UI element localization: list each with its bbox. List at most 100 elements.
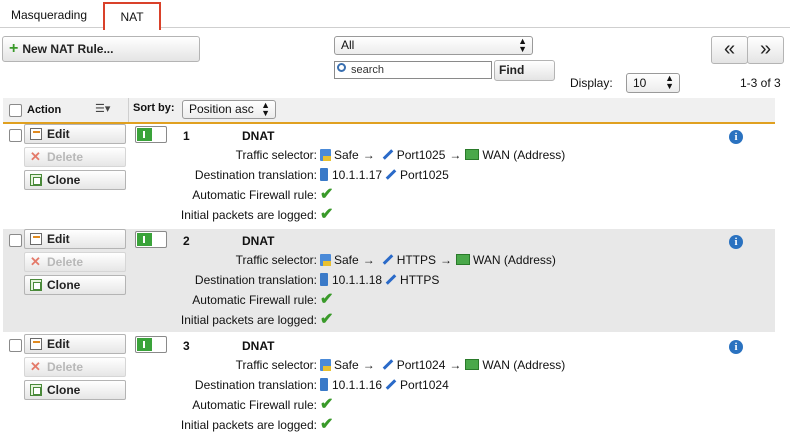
edit-icon	[30, 233, 42, 245]
rule-enable-toggle[interactable]	[135, 336, 167, 353]
clone-button[interactable]: Clone	[24, 275, 126, 295]
select-all-checkbox[interactable]	[9, 104, 22, 117]
checkmark-icon: ✔	[320, 206, 334, 223]
rule-enable-toggle[interactable]	[135, 231, 167, 248]
checkmark-icon: ✔	[320, 416, 334, 433]
auto-firewall-label: Automatic Firewall rule:	[192, 293, 317, 307]
sort-select[interactable]: Position asc ▲▼	[182, 100, 276, 119]
service: Port1024	[396, 358, 446, 372]
tab-masquerading[interactable]: Masquerading	[10, 8, 88, 22]
info-icon[interactable]: i	[729, 235, 743, 249]
edit-button[interactable]: Edit	[24, 124, 126, 144]
action-column-label: Action	[27, 104, 62, 116]
rule-enable-toggle[interactable]	[135, 126, 167, 143]
delete-button[interactable]: ✕Delete	[24, 252, 126, 272]
edit-label: Edit	[47, 337, 70, 351]
arrow-icon: →	[362, 253, 375, 267]
column-menu-icon[interactable]: ☰▾	[95, 103, 111, 115]
info-icon[interactable]: i	[729, 130, 743, 144]
tab-nat[interactable]: NAT	[103, 2, 161, 30]
arrow-icon: →	[362, 358, 375, 372]
list-header: Action ☰▾ Sort by: Position asc ▲▼	[3, 98, 775, 124]
select-arrows-icon: ▲▼	[261, 100, 270, 118]
traffic-selector-label: Traffic selector:	[235, 253, 317, 267]
service-icon	[385, 274, 397, 285]
new-nat-rule-button[interactable]: +New NAT Rule...	[2, 36, 200, 62]
delete-label: Delete	[47, 360, 84, 374]
find-button[interactable]: Find	[494, 60, 555, 81]
clone-icon	[30, 279, 42, 291]
auto-firewall-label: Automatic Firewall rule:	[192, 188, 317, 202]
destination-translation-value: 10.1.1.17 Port1025	[320, 168, 449, 182]
select-arrows-icon: ▲▼	[518, 36, 527, 54]
traffic-selector-value: Safe→Port1024→WAN (Address)	[320, 358, 565, 372]
edit-button[interactable]: Edit	[24, 334, 126, 354]
result-count: 1-3 of 3	[740, 76, 781, 90]
host-icon	[320, 378, 328, 391]
edit-label: Edit	[47, 127, 70, 141]
destination: WAN (Address)	[473, 253, 556, 267]
rule-type: DNAT	[242, 339, 275, 353]
host-icon	[320, 273, 328, 286]
wan-icon	[465, 149, 480, 160]
rule-checkbox[interactable]	[9, 234, 22, 247]
clone-button[interactable]: Clone	[24, 170, 126, 190]
new-nat-rule-label: New NAT Rule...	[22, 42, 114, 56]
search-input[interactable]: search	[334, 61, 492, 79]
next-page-button[interactable]: »	[747, 36, 784, 64]
clone-label: Clone	[47, 383, 81, 397]
translated-service: HTTPS	[400, 273, 440, 287]
display-count-select[interactable]: 10 ▲▼	[626, 73, 680, 93]
arrow-icon: →	[449, 358, 462, 372]
service-icon	[382, 149, 393, 160]
edit-button[interactable]: Edit	[24, 229, 126, 249]
rule-type: DNAT	[242, 234, 275, 248]
service-icon	[382, 359, 393, 370]
auto-firewall-label: Automatic Firewall rule:	[192, 398, 317, 412]
nat-rule-row: Edit ✕Delete Clone 2 DNAT Traffic select…	[3, 229, 775, 332]
initial-logged-label: Initial packets are logged:	[180, 418, 317, 432]
search-placeholder: search	[351, 64, 385, 76]
delete-button[interactable]: ✕ Delete	[24, 357, 126, 377]
clone-button[interactable]: Clone	[24, 380, 126, 400]
column-divider	[128, 98, 129, 122]
destination: WAN (Address)	[482, 148, 566, 162]
previous-page-button[interactable]: «	[711, 36, 748, 64]
delete-icon: ✕	[30, 149, 41, 164]
translated-host: 10.1.1.17	[332, 168, 383, 182]
delete-icon: ✕	[30, 359, 41, 374]
nat-rule-row: Edit ✕Delete Clone 1 DNAT Traffic select…	[3, 124, 775, 227]
host-icon	[320, 168, 328, 181]
rule-checkbox[interactable]	[9, 339, 22, 352]
destination-translation-label: Destination translation:	[194, 168, 317, 182]
translated-service: Port1025	[400, 168, 449, 182]
arrow-icon: →	[362, 148, 375, 162]
traffic-selector-value: Safe→HTTPS→WAN (Address)	[320, 253, 556, 267]
wan-icon	[456, 254, 471, 265]
source-network: Safe	[334, 358, 359, 372]
filter-select[interactable]: All ▲▼	[334, 36, 533, 55]
info-icon[interactable]: i	[729, 340, 743, 354]
clone-icon	[30, 384, 42, 396]
service-icon	[385, 169, 397, 180]
initial-logged-label: Initial packets are logged:	[180, 313, 317, 327]
select-arrows-icon: ▲▼	[665, 73, 674, 91]
traffic-selector-label: Traffic selector:	[235, 148, 317, 162]
sort-by-label: Sort by:	[133, 102, 175, 114]
delete-button[interactable]: ✕Delete	[24, 147, 126, 167]
network-icon	[320, 149, 331, 161]
rule-position: 2	[183, 234, 190, 248]
search-icon	[337, 63, 346, 72]
display-count-value: 10	[633, 76, 647, 90]
destination-translation-label: Destination translation:	[194, 273, 317, 287]
rule-checkbox[interactable]	[9, 129, 22, 142]
delete-icon: ✕	[30, 254, 41, 269]
service: HTTPS	[396, 253, 437, 267]
network-icon	[320, 254, 331, 266]
rule-position: 3	[183, 339, 190, 353]
plus-icon: +	[9, 40, 19, 57]
edit-label: Edit	[47, 232, 70, 246]
sort-select-value: Position asc	[189, 102, 254, 116]
